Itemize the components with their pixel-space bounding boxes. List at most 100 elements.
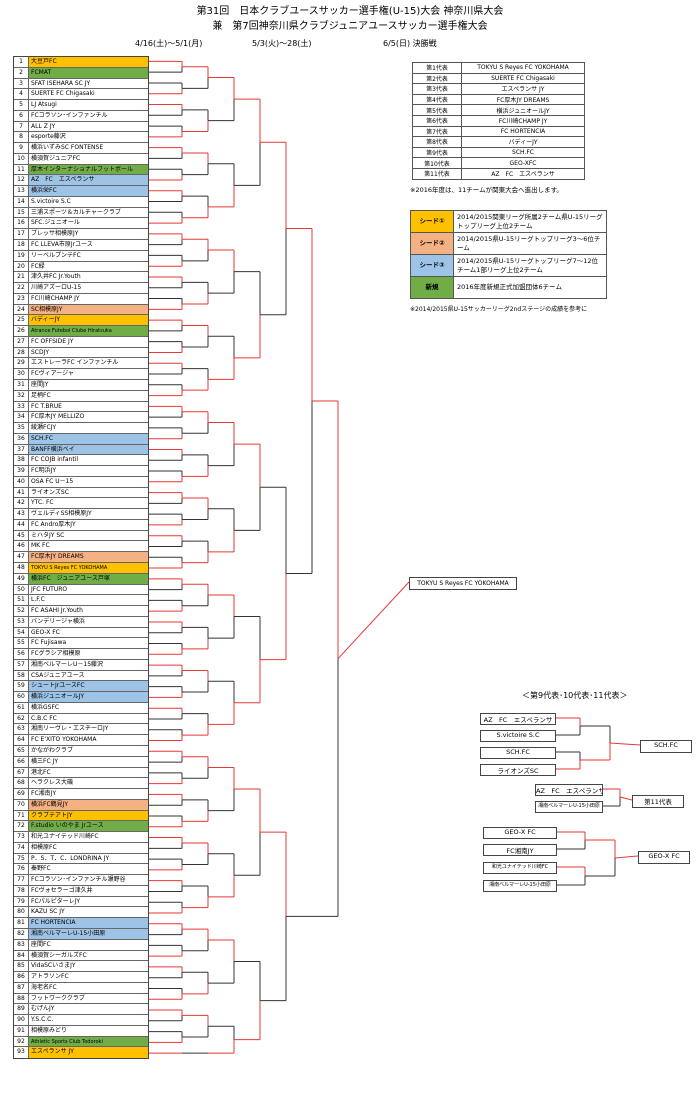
team-name: 横浜FC鶴見JY [29, 799, 148, 810]
team-name: KAZU SC JY [31, 908, 65, 916]
rep-team: 横浜ジュニオールJY [461, 104, 585, 116]
team-name: FC湘南JY [31, 790, 57, 798]
team-name: SFAT ISEHARA SC JY [31, 79, 91, 87]
team-number: 55 [14, 638, 29, 649]
team-number: 18 [14, 240, 29, 250]
team-number: 57 [14, 659, 29, 670]
team-number: 45 [14, 530, 29, 541]
team-name: FC COJB infantil [31, 456, 79, 464]
team-name: 港北FC [31, 768, 51, 776]
team-name: むげんJY [31, 1005, 55, 1013]
team-name: シュートJrユースFC [29, 681, 148, 692]
team-number: 35 [14, 423, 29, 433]
team-name: FCヴィアージャ [31, 370, 74, 378]
team-name: 和光ユナイテッド川崎FC [31, 833, 99, 841]
team-name: Athletic Sports Club Todoroki [29, 1036, 148, 1047]
rep-rank: 第7代表 [412, 125, 462, 138]
team-name: GEO-X FC [31, 628, 60, 636]
team-number: 9 [14, 143, 29, 153]
team-name: JFC FUTURO [31, 585, 68, 593]
team-number: 15 [14, 207, 29, 218]
team-number: 74 [14, 842, 29, 853]
team-name: FCコラソン･インファンチル瀬野谷 [31, 876, 126, 884]
team-name: 綾瀬FCJY [31, 424, 57, 432]
team-number: 39 [14, 466, 29, 476]
team-number: 85 [14, 961, 29, 972]
page-title: 第31回 日本クラブユースサッカー選手権(U-15)大会 神奈川県大会 [196, 6, 504, 17]
team-name: FC厚木JY MELLIZO [31, 413, 85, 421]
team-number: 83 [14, 939, 29, 950]
team-name: FC緑 [31, 262, 45, 270]
team-name: FCコラソン･インファンチル [31, 111, 108, 119]
rep-team: AZ FC エスペランサ [461, 167, 585, 180]
rep-team: FC川崎CHAMP JY [461, 114, 585, 127]
team-name: 足柄FC [31, 391, 51, 399]
sub-q9-team-4: ライオンズSC [480, 764, 556, 776]
team-name: OSA FC U－15 [31, 477, 74, 485]
team-name: Y.S.C.C. [31, 1016, 54, 1024]
team-number: 21 [14, 272, 29, 283]
rep-rank: 第2代表 [412, 72, 462, 85]
date-round1: 4/16(土)〜5/1(月) [135, 39, 203, 48]
sub-q9-team-1: AZ FC エスペランサ [480, 713, 556, 725]
team-number: 68 [14, 778, 29, 789]
team-number: 70 [14, 799, 29, 810]
rep-team: バディーJY [461, 136, 585, 148]
team-number: 11 [14, 164, 29, 175]
team-number: 25 [14, 315, 29, 326]
team-name: FCヴォセラーゴ津久井 [31, 886, 93, 894]
team-number: 2 [14, 67, 29, 78]
bracket-line [337, 581, 410, 660]
rep-team: FC厚木JY DREAMS [461, 93, 585, 106]
bracket-line [614, 855, 639, 859]
team-name: FC明浜JY [31, 467, 57, 475]
rep-team: SCH.FC [461, 146, 585, 159]
team-number: 34 [14, 412, 29, 423]
team-number: 65 [14, 746, 29, 756]
team-name: FC OFFSIDE JY [31, 337, 74, 345]
team-name: ALL Z JY [31, 122, 56, 130]
team-name: 座間JY [31, 380, 49, 388]
team-name: YTC. FC [31, 499, 54, 507]
rep-row: 第5代表横浜ジュニオールJY [412, 104, 585, 116]
rep-rank: 第10代表 [412, 157, 462, 169]
team-name: FCパルピターレJY [31, 897, 81, 905]
team-name: 相模原みどり [31, 1026, 68, 1034]
rep-rank: 第9代表 [412, 146, 462, 159]
